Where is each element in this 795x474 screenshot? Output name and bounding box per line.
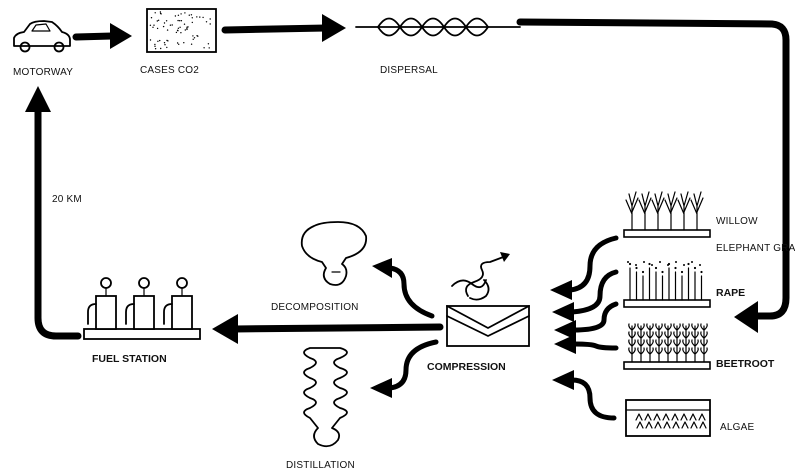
dispersal-label: DISPERSAL [380, 65, 438, 76]
fuel-station-label: FUEL STATION [92, 353, 167, 365]
decomposition-flask-icon [300, 221, 368, 286]
distillation-label: DISTILLATION [286, 460, 355, 471]
distillation-coil-icon [303, 347, 348, 448]
arrow-compression-to-fuel-station [212, 314, 444, 344]
algae-tank-icon [625, 399, 711, 437]
motorway-label: MOTORWAY [13, 67, 73, 78]
arrow-willow-to-compression [550, 235, 619, 300]
arrow-algae-to-compression [552, 370, 617, 421]
arrow-fuel-station-to-motorway [25, 86, 82, 340]
elephant-grass-crop-icon [623, 261, 711, 308]
arrow-grass-to-compression [552, 269, 619, 322]
arrow-rape-to-compression [554, 301, 619, 340]
arrow-compression-to-distillation [370, 339, 439, 398]
willow-label: WILLOW [716, 216, 758, 227]
willow-crop-icon [623, 191, 711, 238]
fuel-station-icon [83, 277, 201, 340]
distance-label: 20 KM [52, 194, 82, 205]
arrow-compression-to-decomposition [372, 258, 435, 319]
beetroot-label: BEETROOT [716, 358, 775, 370]
algae-label: ALGAE [720, 422, 754, 433]
arrow-dispersal-to-crops [516, 18, 790, 333]
co2-cases-icon [146, 8, 217, 53]
cases-co2-label: CASES CO2 [140, 65, 199, 76]
dispersal-wave-icon [355, 17, 521, 37]
elephant-grass-label: ELEPHANT GRASS [716, 243, 795, 254]
compression-label: COMPRESSION [427, 361, 506, 373]
compression-envelope-icon [446, 252, 530, 347]
decomposition-label: DECOMPOSITION [271, 302, 359, 313]
arrow-beetroot-to-compression [554, 334, 619, 354]
rape-label: RAPE [716, 287, 745, 299]
arrow-cases-to-dispersal [221, 14, 346, 42]
car-icon [13, 20, 71, 53]
beetroot-crop-icon [623, 323, 711, 370]
arrow-motorway-to-cases [72, 23, 132, 49]
